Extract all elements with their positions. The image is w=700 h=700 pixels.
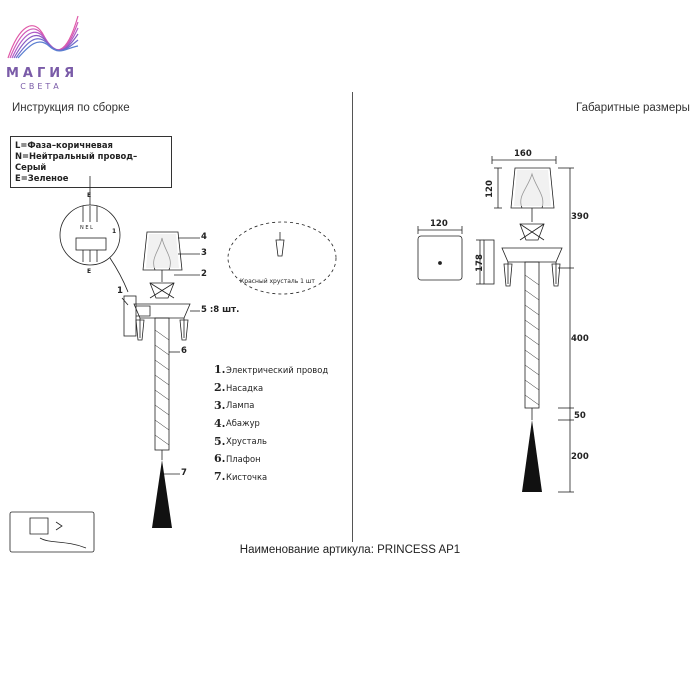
- dim-label-plate-width: 120: [430, 219, 448, 229]
- dimensions-heading: Габаритные размеры: [576, 102, 690, 114]
- dim-wall-plate: [417, 235, 463, 281]
- assembly-drawing: [9, 176, 337, 553]
- dim-tassel: [522, 420, 542, 492]
- callout-2: 2: [201, 269, 207, 279]
- electric-cord: [109, 257, 129, 293]
- dim-label-plate-height: 178: [474, 254, 485, 272]
- terminal-label-top: E: [87, 192, 92, 199]
- terminal-pins-label: N E L: [80, 225, 93, 231]
- callout-7: 7: [181, 468, 187, 478]
- callout-6: 6: [181, 346, 187, 356]
- dim-lampshade: [510, 167, 555, 209]
- parts-list-item: 7.Кисточка: [214, 470, 268, 484]
- red-crystal-drop: [275, 239, 285, 257]
- dim-label-upper-height: 390: [571, 212, 589, 222]
- parts-list: 1.Электрический провод 2.Насадка 3.Лампа…: [214, 361, 328, 486]
- wiring-legend: L=Фаза–коричневая N=Нейтральный провод–С…: [10, 136, 172, 188]
- dim-label-width-top: 160: [514, 149, 532, 159]
- dim-label-gap: 50: [574, 411, 586, 421]
- dim-candle-cup: [519, 223, 545, 241]
- vertical-divider: [352, 92, 353, 542]
- dim-crystal-ring: [501, 247, 563, 263]
- logo: МАГИЯ СВЕТА: [6, 66, 76, 91]
- terminal-label-one: 1: [112, 228, 117, 235]
- callout-1: 1: [117, 286, 123, 296]
- parts-list-item: 1.Электрический провод: [214, 363, 329, 377]
- terminal-label-bottom: E: [87, 268, 92, 275]
- legend-line-neutral: N=Нейтральный провод–Серый: [15, 151, 138, 172]
- legend-line-earth: E=Зеленое: [15, 173, 69, 183]
- dimension-drawing: [417, 156, 574, 493]
- crystal-detail-circle: [227, 221, 337, 295]
- candle-cup: [149, 282, 175, 299]
- lampshade-outline: [142, 231, 183, 271]
- dim-label-tassel: 200: [571, 452, 589, 462]
- parts-list-item: 3.Лампа: [214, 398, 255, 412]
- decorative-rod: [154, 317, 170, 451]
- article-caption: Наименование артикула: PRINCESS AP1: [239, 544, 461, 556]
- callout-4: 4: [201, 232, 207, 242]
- callout-3: 3: [201, 248, 207, 258]
- parts-list-item: 5.Хрусталь: [214, 434, 267, 448]
- parts-list-item: 6.Плафон: [214, 452, 261, 466]
- legend-line-phase: L=Фаза–коричневая: [15, 140, 113, 150]
- terminal-block-circle: [59, 204, 121, 266]
- logo-wave-graphic: [7, 15, 79, 59]
- parts-list-item: 2.Насадка: [214, 381, 264, 395]
- tassel-shape: [152, 460, 172, 528]
- crystal-note: Красный хрусталь 1 шт: [240, 278, 315, 285]
- assembly-instructions-heading: Инструкция по сборке: [12, 102, 130, 114]
- logo-subtitle: СВЕТА: [20, 82, 62, 91]
- hand-installation-icon: [9, 511, 95, 553]
- terminal-block: [75, 237, 107, 251]
- logo-title: МАГИЯ: [6, 66, 79, 81]
- dim-side-plate: [483, 239, 495, 285]
- dim-label-shade-height: 120: [484, 180, 495, 198]
- dim-rod: [524, 261, 540, 409]
- dim-label-rod: 400: [571, 334, 589, 344]
- callout-5: 5 :8 шт.: [201, 305, 240, 315]
- parts-list-item: 4.Абажур: [214, 416, 260, 430]
